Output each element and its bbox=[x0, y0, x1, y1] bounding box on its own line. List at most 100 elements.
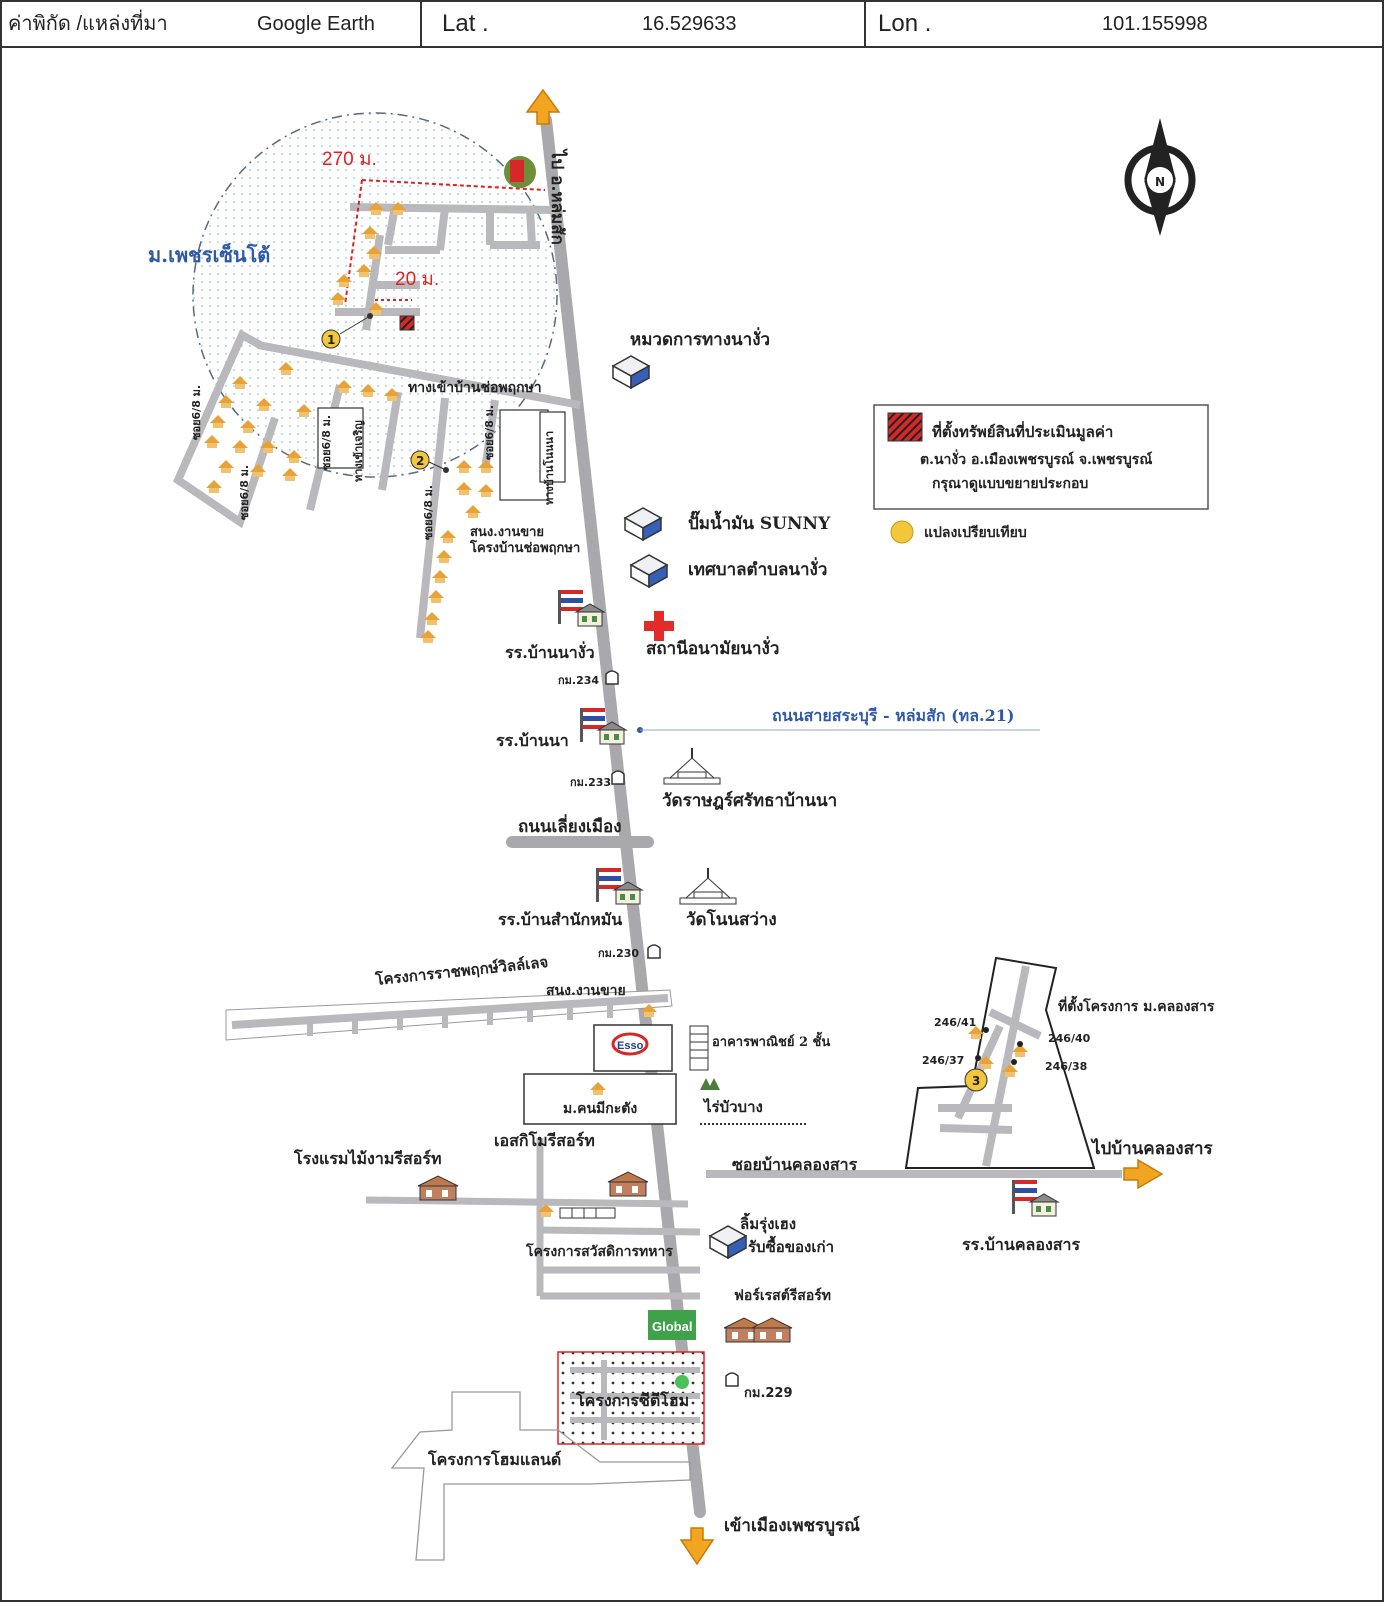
sales-office-2-label: สนง.งานขาย bbox=[546, 983, 626, 999]
road-south-label: เข้าเมืองเพชรบูรณ์ bbox=[724, 1515, 860, 1537]
gas-station-icon bbox=[624, 507, 662, 541]
commercial-label: อาคารพาณิชย์ 2 ชั้น bbox=[712, 1031, 830, 1050]
soi-label: ซอย6/8 ม. bbox=[320, 415, 333, 470]
esso-logo-icon bbox=[611, 1032, 649, 1056]
plot-label: 246/40 bbox=[1048, 1032, 1091, 1045]
school-banna-label: รร.บ้านนา bbox=[496, 731, 569, 750]
plot-label: 246/41 bbox=[934, 1016, 976, 1029]
km-post-icon bbox=[647, 944, 661, 959]
compass-icon: N bbox=[1124, 118, 1196, 236]
school-nangua-label: รร.บ้านนางั่ว bbox=[505, 641, 595, 662]
ring-road-label: ถนนเลี่ยงเมือง bbox=[518, 814, 622, 837]
lon-label: Lon . bbox=[878, 10, 932, 37]
legend: ที่ตั้งทรัพย์สินที่ประเมินมูลค่า ต.นางั่… bbox=[873, 404, 1209, 544]
temple-1-label: วัดราษฎร์ศรัทธาบ้านนา bbox=[662, 790, 837, 811]
main-highway bbox=[540, 114, 706, 1518]
school-samnak-label: รร.บ้านสำนักหมัน bbox=[498, 910, 622, 929]
rai-buabang-label: ไร่บัวบาง bbox=[702, 1097, 763, 1116]
global-logo-icon bbox=[648, 1310, 696, 1340]
km229-label: กม.229 bbox=[744, 1386, 793, 1401]
soi-label: ซอย6/8 ม. bbox=[422, 485, 435, 540]
limrung-label: ลิ้มรุ่งเฮง bbox=[740, 1212, 796, 1234]
commercial-building-icon bbox=[689, 1025, 709, 1071]
soi-label: ทางเข้าเจริญ bbox=[352, 420, 365, 482]
lat-label: Lat . bbox=[442, 10, 489, 37]
village-khanomkatang-block bbox=[523, 1073, 677, 1125]
project-homeland-boundary bbox=[390, 1391, 691, 1561]
row-houses bbox=[538, 1204, 616, 1219]
school-icon bbox=[579, 707, 627, 745]
sweethome-roads bbox=[570, 1360, 700, 1440]
temple-2-label: วัดโนนสว่าง bbox=[686, 909, 777, 930]
west-lower-roads bbox=[365, 1138, 701, 1300]
distance-20-label: 20 ม. bbox=[395, 269, 439, 290]
project-sweethome-label: โครงการซีตีโฮม bbox=[575, 1390, 689, 1410]
legend-subject-line2: ต.นางั่ว อ.เมืองเพชรบูรณ์ จ.เพชรบูรณ์ bbox=[920, 449, 1152, 468]
hotel-label: โรงแรมไม้งามรีสอร์ท bbox=[293, 1148, 442, 1168]
esaki-label: เอสกิโมรีสอร์ท bbox=[494, 1130, 595, 1150]
gas-station-label: ปั๊มน้ำมัน SUNNY bbox=[688, 510, 831, 534]
header-divider bbox=[420, 2, 422, 46]
temple-icon bbox=[679, 867, 737, 905]
compare-marker bbox=[964, 1068, 988, 1092]
resort-icon bbox=[751, 1317, 793, 1343]
soi-label: ซอย6/8 ม. bbox=[483, 405, 496, 460]
soi-label: ทางบ้านโนนนา bbox=[542, 431, 556, 505]
health-station-icon bbox=[644, 611, 674, 641]
km-post-icon bbox=[725, 1372, 739, 1387]
legend-subject-swatch bbox=[887, 412, 923, 442]
soi-khlongsan-label: ซอยบ้านคลองสาร bbox=[732, 1155, 858, 1174]
global-label: Global bbox=[652, 1319, 692, 1334]
north-arrow bbox=[525, 88, 561, 125]
header-divider bbox=[864, 2, 866, 46]
school-khlongsan-label: รร.บ้านคลองสาร bbox=[962, 1235, 1081, 1254]
km-post-icon bbox=[605, 670, 619, 685]
km233-label: กม.233 bbox=[570, 776, 611, 789]
limrung-label: รับซื้อของเก่า bbox=[748, 1235, 834, 1256]
village-west-label: ม.เพชรเซ็นโต้ bbox=[148, 242, 270, 267]
project-ratch-label: โครงการราชพฤกษ์วิลล์เลจ bbox=[373, 952, 549, 989]
soi-label: ซอย6/8 ม. bbox=[190, 385, 203, 440]
project-homeland-label: โครงการโฮมแลนด์ bbox=[427, 1449, 561, 1469]
resort-icon bbox=[607, 1171, 649, 1197]
school-icon bbox=[1011, 1179, 1059, 1217]
municipality-label: เทศบาลตำบลนางั่ว bbox=[688, 557, 827, 580]
coord-source-label: ค่าพิกัด /แหล่งที่มา bbox=[8, 13, 168, 35]
lon-value: 101.155998 bbox=[1102, 13, 1208, 35]
main-road-label: ถนนสายสระบุรี - หล่มสัก (ทล.21) bbox=[772, 706, 1014, 726]
village-khanomkatang-label: ม.คนมีกะตัง bbox=[563, 1101, 637, 1117]
compare-marker-label: 1 bbox=[327, 333, 335, 347]
ptt-logo-icon bbox=[510, 160, 524, 182]
distance-line bbox=[361, 179, 546, 191]
plot-label: 246/37 bbox=[922, 1054, 964, 1067]
lat-value: 16.529633 bbox=[642, 13, 737, 35]
tree-icon bbox=[700, 1078, 720, 1090]
compare-marker-label: 3 bbox=[972, 1074, 980, 1088]
esso-label: Esso bbox=[617, 1040, 644, 1052]
coord-source-value: Google Earth bbox=[257, 13, 375, 35]
south-arrow bbox=[679, 1527, 715, 1566]
map-frame bbox=[0, 46, 1384, 1602]
distance-270-label: 270 ม. bbox=[322, 149, 377, 170]
sales-office-label: สนง.งานขาย bbox=[470, 525, 544, 540]
project-welfare-label: โครงการสวัสดิการทหาร bbox=[525, 1242, 673, 1260]
soi-label: ซอย6/8 ม. bbox=[238, 465, 251, 520]
highway-unit-icon bbox=[612, 355, 650, 389]
east-arrow bbox=[1123, 1158, 1164, 1190]
km230-label: กม.230 bbox=[598, 947, 639, 960]
subject-property bbox=[399, 315, 415, 331]
townhouse-blocks bbox=[317, 407, 566, 501]
sales-office-label: โครงบ้านช่อพฤกษา bbox=[469, 539, 580, 556]
project-khlongsan-label: ที่ตั้งโครงการ ม.คลองสาร bbox=[1058, 995, 1215, 1015]
highway-unit-label: หมวดการทางนางั่ว bbox=[630, 327, 770, 350]
compare-marker bbox=[321, 329, 341, 349]
legend-compare-swatch bbox=[890, 520, 914, 544]
village-road bbox=[231, 994, 669, 1029]
coordinate-header: ค่าพิกัด /แหล่งที่มา Google Earth Lat . … bbox=[0, 0, 1384, 48]
village-side-roads bbox=[307, 1001, 613, 1036]
health-station-label: สถานีอนามัยนางั่ว bbox=[646, 636, 779, 659]
legend-compare-label: แปลงเปรียบเทียบ bbox=[924, 525, 1027, 541]
road-north-label: ไป อ.หล่มสัก bbox=[547, 148, 568, 245]
plot-label: 246/38 bbox=[1045, 1060, 1087, 1073]
khlongsan-project: 3 bbox=[904, 956, 1096, 1169]
